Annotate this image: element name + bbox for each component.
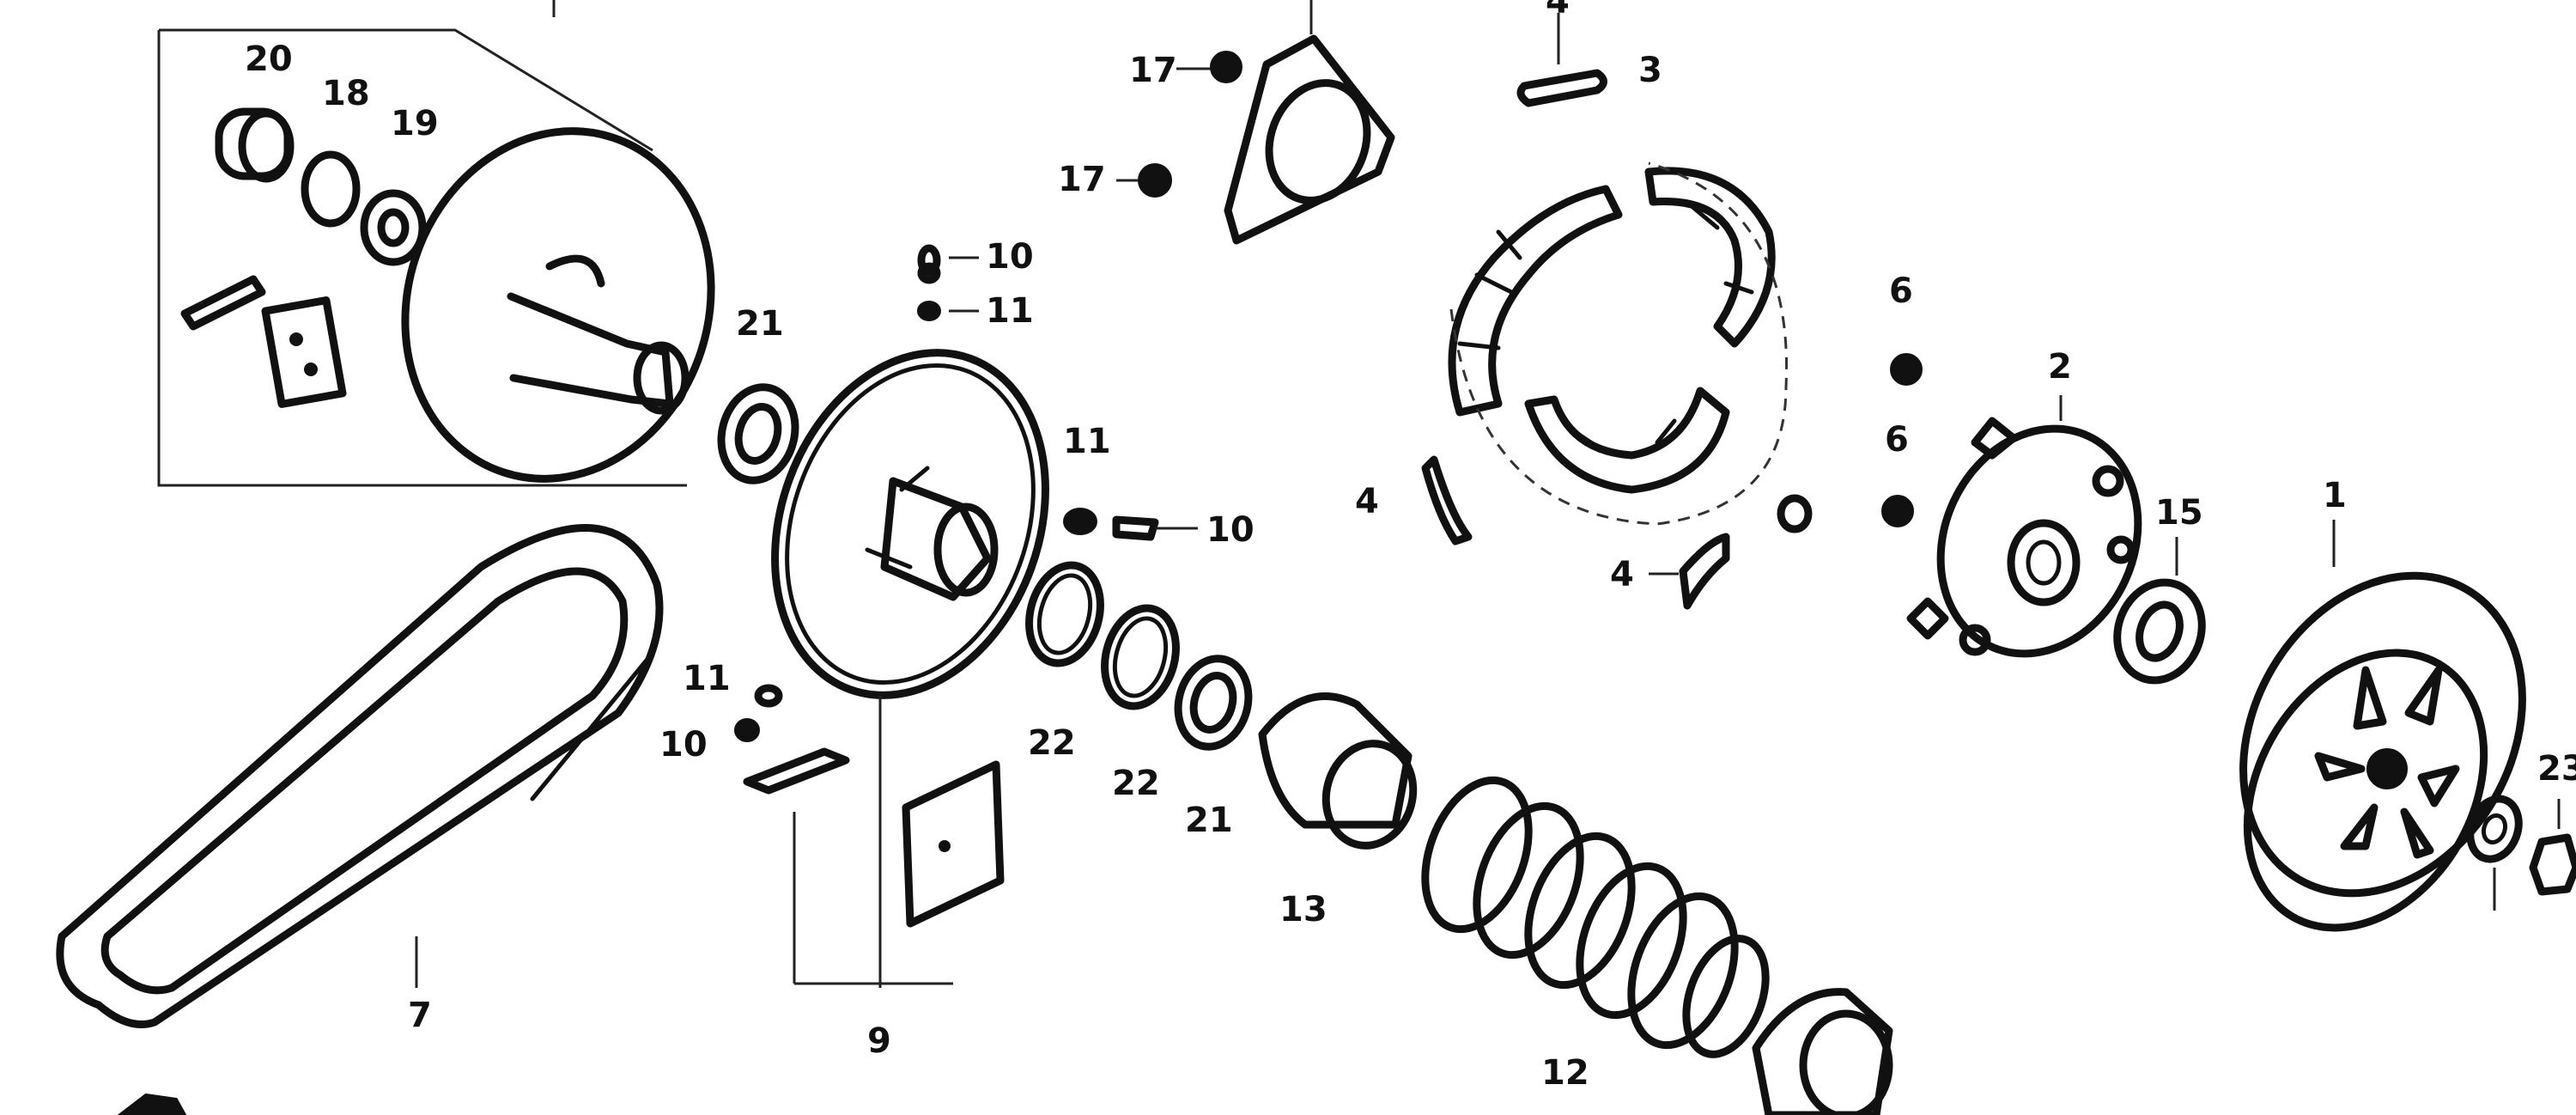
- callout-10-lower: 10: [659, 725, 708, 765]
- part-6-roller-a: [1890, 353, 1923, 386]
- callout-11-right: 11: [1063, 422, 1111, 461]
- part-8-weight: [1777, 494, 1813, 533]
- callout-21-lower: 21: [1185, 801, 1233, 840]
- callout-6-b: 6: [1885, 420, 1909, 460]
- callout-6-a: 6: [1889, 271, 1913, 311]
- part-21-lower-seal: [1174, 655, 1253, 751]
- part-clutch-shoe-left: [1448, 185, 1623, 417]
- callout-4-left: 4: [1355, 482, 1379, 521]
- callout-13: 13: [1279, 890, 1327, 929]
- part-12-spring: [1421, 776, 1770, 1058]
- callout-1: 1: [2323, 476, 2347, 515]
- part-19-nut: [360, 189, 427, 266]
- callout-19: 19: [391, 104, 439, 143]
- callout-15: 15: [2155, 493, 2203, 533]
- callout-4-lower: 4: [1610, 555, 1634, 594]
- part-fragment-bottom-left: [117, 1093, 187, 1115]
- callout-22-a: 22: [1028, 723, 1076, 763]
- part-10-11-lower-hardware: [734, 684, 850, 795]
- callout-12: 12: [1541, 1053, 1589, 1093]
- shoe-ring-outline: [1449, 161, 1789, 526]
- part-11-right-nut: [1063, 508, 1097, 535]
- part-10-right-bolt: [1112, 515, 1159, 541]
- part-20-bushing: [215, 107, 295, 183]
- part-13-collar: [1258, 692, 1418, 850]
- part-9-movable-face: [771, 349, 1049, 699]
- assembly-group-bracket: [157, 0, 687, 487]
- callout-2: 2: [2048, 347, 2072, 387]
- part-drive-face: [401, 127, 715, 483]
- part-1-clutch-outer: [2239, 571, 2526, 932]
- part-2-clutch-plate: [1906, 417, 2142, 658]
- part-17-gasket-plate: [1224, 34, 1395, 245]
- callout-17-upper: 17: [1129, 51, 1177, 90]
- part-17-nut-lower: [1138, 163, 1172, 198]
- part-cap-bottom: [1752, 988, 1893, 1115]
- callout-4-top: 4: [1546, 0, 1570, 21]
- part-plate-lower: [902, 760, 1005, 928]
- part-4-spring-lower: [1679, 533, 1730, 610]
- callout-23: 23: [2537, 749, 2576, 789]
- part-3-spring: [1516, 69, 1607, 107]
- callout-11-lower: 11: [683, 659, 731, 698]
- part-10-11-upper-hardware: [917, 244, 941, 321]
- callout-9: 9: [867, 1021, 891, 1061]
- part-6-roller-b: [1881, 495, 1914, 527]
- callout-10-right: 10: [1206, 510, 1255, 550]
- part-22-washer-b: [1101, 604, 1180, 710]
- part-clutch-shoe-bottom: [1524, 387, 1730, 494]
- callout-11-upper: 11: [986, 291, 1034, 331]
- part-22-washer-a: [1025, 561, 1104, 667]
- callout-22-b: 22: [1112, 764, 1160, 803]
- callout-7: 7: [408, 996, 432, 1035]
- part-16-washer: [2466, 795, 2523, 863]
- callout-21-upper: 21: [736, 304, 784, 344]
- part-18-o-ring: [301, 150, 361, 228]
- part-17-nut-upper: [1210, 51, 1242, 83]
- part-15-nut: [2113, 578, 2206, 685]
- callout-10-upper: 10: [986, 237, 1034, 277]
- part-key-left: [180, 275, 266, 331]
- part-clutch-shoe-right: [1644, 167, 1776, 348]
- callout-3: 3: [1638, 51, 1662, 90]
- leader-9: [794, 696, 953, 988]
- part-7-drive-belt: [56, 524, 664, 1028]
- part-21-oil-seal: [717, 383, 799, 484]
- part-plate-left: [261, 296, 347, 408]
- callout-18: 18: [322, 74, 370, 113]
- callout-17-lower: 17: [1058, 160, 1106, 199]
- part-4-spring-left: [1421, 455, 1473, 545]
- callout-20: 20: [245, 40, 293, 79]
- part-23-nut: [2529, 833, 2576, 896]
